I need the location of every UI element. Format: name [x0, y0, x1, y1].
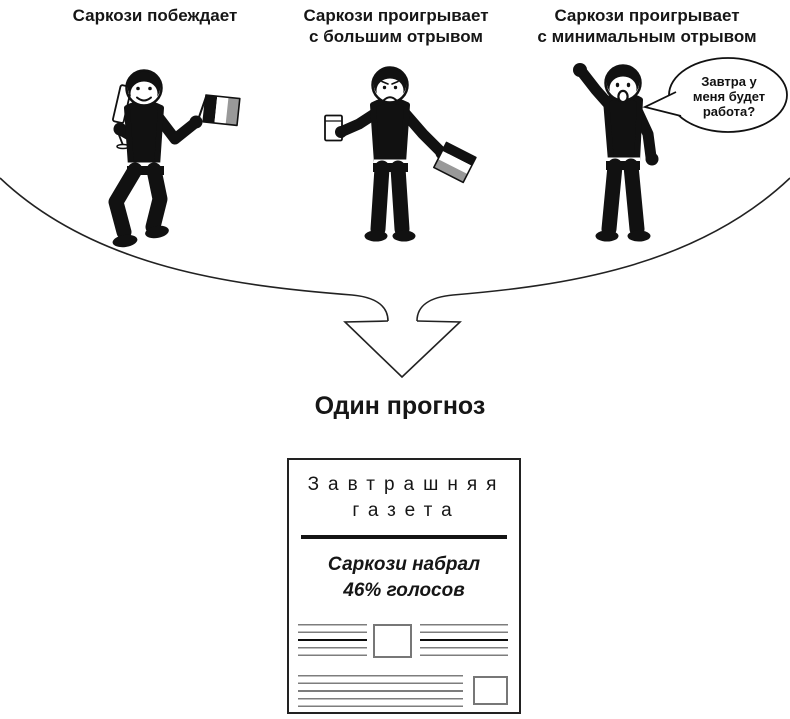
torso	[603, 92, 643, 164]
scenario-label-loses-narrowly: Саркози проигрывает с минимальным отрыво…	[527, 5, 767, 47]
bubble-text-line1: Завтра у	[701, 74, 757, 89]
open-mouth	[617, 89, 629, 104]
scenario-label-line: с минимальным отрывом	[537, 27, 757, 46]
article-photo-placeholder	[473, 676, 508, 705]
eyebrow	[391, 80, 399, 85]
article-lines	[420, 675, 463, 707]
masthead-divider	[301, 535, 507, 539]
converge-funnel	[0, 177, 790, 379]
face	[376, 78, 404, 103]
converge-curve-left	[0, 177, 389, 322]
torso	[124, 100, 164, 169]
eye	[393, 85, 398, 90]
article-photo-placeholder	[373, 624, 412, 658]
waist-line	[607, 157, 640, 162]
figure-sarkozy-wins	[108, 69, 241, 248]
converge-curve-right	[416, 177, 790, 322]
torso	[370, 97, 410, 166]
headline-line: Саркози набрал	[327, 554, 481, 575]
figure-sarkozy-loses-narrowly	[573, 63, 659, 242]
eye	[148, 86, 152, 91]
scenario-label-line: с большим отрывом	[309, 27, 483, 46]
scenario-label-wins: Саркози побеждает	[35, 5, 275, 26]
speech-bubble: Завтра у меня будет работа?	[642, 57, 788, 133]
fist	[189, 115, 203, 129]
masthead-line: газета	[352, 500, 461, 521]
scenario-label-line: Саркози проигрывает	[303, 6, 489, 25]
frown-mouth	[383, 96, 397, 101]
newspaper-masthead: Завтрашняя газета	[289, 472, 519, 524]
scenario-label-loses-big: Саркози проигрывает с большим отрывом	[276, 5, 516, 47]
shoe	[364, 230, 388, 242]
shoe	[112, 234, 138, 248]
headline-line: 46% голосов	[343, 580, 465, 601]
left-leg	[601, 158, 623, 237]
newspaper: Завтрашняя газета Саркози набрал 46% гол…	[287, 458, 521, 714]
eye	[382, 85, 387, 90]
shoe	[392, 230, 416, 242]
figure-sarkozy-loses-big	[324, 66, 477, 242]
bubble-text-line2: меня будет	[693, 89, 765, 104]
article-lines	[298, 675, 440, 707]
forecast-heading: Один прогноз	[314, 392, 486, 420]
scenario-label-line: Саркози побеждает	[72, 6, 238, 25]
head-outline	[371, 66, 409, 104]
shoe	[145, 225, 169, 239]
bubble-text-line3: работа?	[703, 104, 755, 119]
waist-line	[127, 162, 163, 167]
shoe	[595, 230, 619, 242]
smile-mouth	[136, 96, 152, 102]
french-flag-icon	[432, 141, 477, 184]
shoe	[627, 230, 651, 242]
left-leg	[108, 162, 143, 240]
hips	[127, 166, 164, 175]
eyebrow	[381, 80, 389, 85]
eye	[136, 86, 140, 91]
down-arrow-icon	[343, 320, 462, 379]
bubble-tail	[645, 92, 681, 116]
french-flag-icon	[202, 94, 241, 127]
eye	[615, 82, 620, 88]
face	[609, 76, 637, 101]
fist	[335, 126, 347, 138]
waist-line	[374, 159, 407, 164]
raised-fist-icon	[573, 63, 587, 77]
right-leg	[623, 158, 645, 237]
article-line-dark	[298, 639, 367, 641]
hips	[606, 161, 640, 170]
article-line-dark	[420, 639, 508, 641]
fist	[113, 122, 127, 136]
glass-stem	[118, 134, 124, 145]
newspaper-headline: Саркози набрал 46% голосов	[289, 552, 519, 604]
bubble-tail-outline	[642, 91, 682, 117]
eye	[626, 82, 631, 88]
scenario-label-line: Саркози проигрывает	[554, 6, 740, 25]
head-outline	[125, 69, 163, 107]
fist	[645, 152, 659, 166]
left-arm	[397, 105, 446, 157]
left-leg	[370, 160, 390, 237]
right-leg	[390, 160, 410, 237]
masthead-line: Завтрашняя	[307, 474, 506, 495]
hips	[373, 163, 408, 172]
right-leg	[145, 162, 168, 235]
